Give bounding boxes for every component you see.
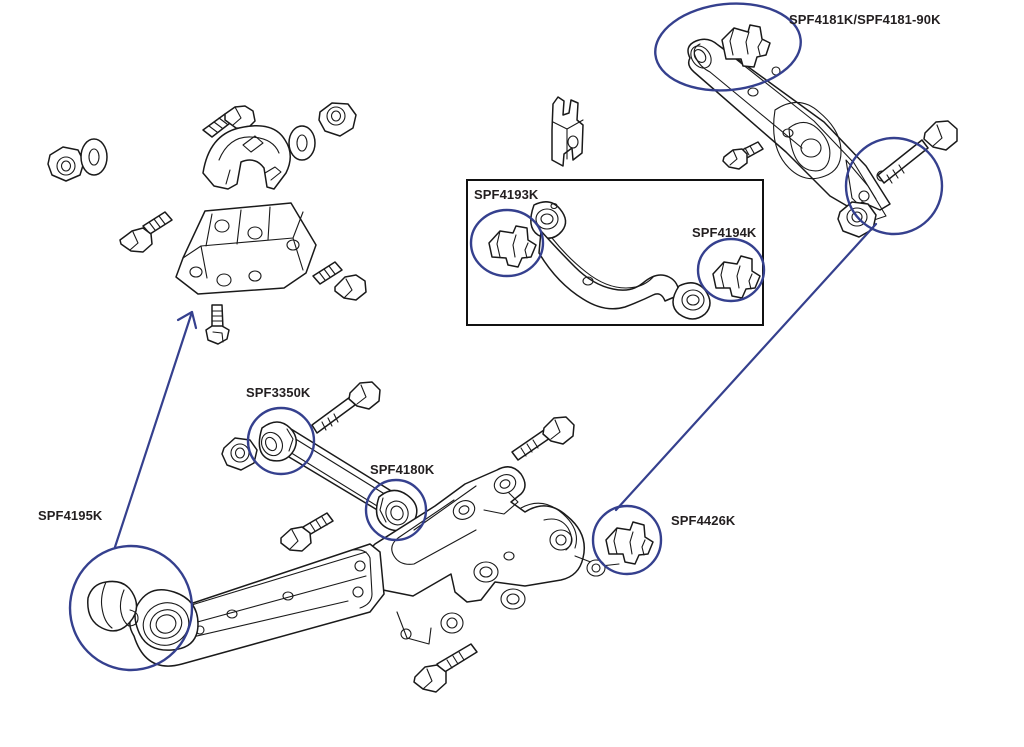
leader-spf4195k-to-mount <box>113 310 194 549</box>
hex-flange-bolt <box>205 304 230 345</box>
highlight-circles <box>68 2 944 672</box>
hex-flange-bolt <box>511 416 575 461</box>
label-spf4181k: SPF4181K/SPF4181-90K <box>789 12 941 27</box>
label-spf4194k: SPF4194K <box>692 225 757 240</box>
hex-flange-bolt <box>202 105 256 138</box>
circle-spf4180k <box>364 478 428 542</box>
circle-spf4195k <box>68 544 194 672</box>
hex-flange-bolt <box>119 211 173 253</box>
washer <box>80 138 108 176</box>
hex-flange-bolt <box>311 381 381 434</box>
circle-spf4181k <box>654 2 802 92</box>
label-spf3350k: SPF3350K <box>246 385 311 400</box>
flange-nut <box>47 146 85 182</box>
control-arm-body <box>687 38 891 221</box>
label-spf4193k: SPF4193K <box>474 187 539 202</box>
circle-spf4181-lower <box>844 136 944 236</box>
flange-nut <box>318 102 357 137</box>
rear-lower-control-arm <box>687 24 958 238</box>
knuckle-body <box>362 466 620 645</box>
rear-knuckle <box>362 416 654 693</box>
circle-spf3350k <box>246 406 316 476</box>
engine-mount-bracket <box>175 202 317 295</box>
trailing-arm <box>87 543 385 667</box>
leader-lines <box>113 222 878 549</box>
engine-mount-cluster <box>47 102 367 345</box>
hex-flange-bolt <box>413 643 478 693</box>
inset-control-arm <box>466 179 764 326</box>
engine-mount-cover <box>202 125 291 190</box>
leader-arrowhead <box>176 310 198 330</box>
leader-spf4426k-to-spf4181 <box>614 222 878 512</box>
label-spf4426k: SPF4426K <box>671 513 736 528</box>
bush-spf4181k <box>721 24 771 68</box>
hex-flange-bolt <box>877 120 958 184</box>
hex-flange-bolt <box>312 261 367 301</box>
bush-spf4194k <box>712 255 761 299</box>
hex-flange-bolt <box>280 512 334 552</box>
bush-spf4195k <box>87 580 139 632</box>
circle-spf4193k <box>469 208 545 278</box>
trailing-arm-body <box>129 543 385 667</box>
front-upper-control-arm <box>530 201 711 320</box>
label-spf4195k: SPF4195K <box>38 508 103 523</box>
bush-spf4180k <box>375 489 418 532</box>
label-spf4180k: SPF4180K <box>370 462 435 477</box>
bush-spf4193k <box>488 225 537 268</box>
circle-spf4426k <box>591 504 663 576</box>
washer <box>288 125 316 161</box>
hex-flange-bolt <box>722 141 764 170</box>
u-clip-bracket <box>551 96 584 167</box>
bush-spf4426k <box>605 521 654 565</box>
bush-spf3350k <box>258 421 297 462</box>
circle-spf4194k <box>696 237 766 303</box>
